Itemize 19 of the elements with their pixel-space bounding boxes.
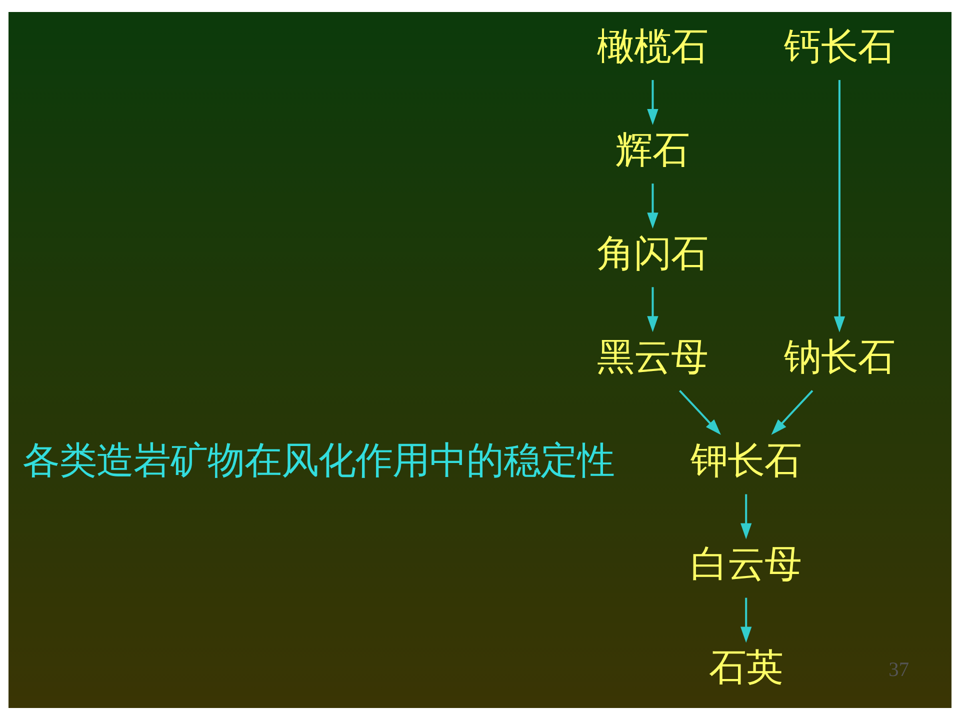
node-text: 辉石 [616,127,690,172]
label: 37 [888,658,910,681]
node-text: 石英 [709,645,784,690]
node-text: 黑云母 [597,334,708,379]
arrow [834,80,846,332]
arrow [740,494,752,540]
label: 各类造岩矿物在风化作用中的稳定性 [22,438,614,482]
node-text: 钙长石 [784,24,895,68]
node-text: 钾长石 [690,438,802,482]
arrow [647,287,658,332]
node-text: 白云母 [690,542,802,586]
arrow [647,184,658,229]
node-text: 橄榄石 [597,24,708,68]
arrow [740,598,752,643]
node-text: 钠长石 [784,334,895,379]
node-text: 角闪石 [597,230,708,275]
arrow [678,390,721,435]
arrow [647,80,658,126]
arrow [771,390,814,435]
